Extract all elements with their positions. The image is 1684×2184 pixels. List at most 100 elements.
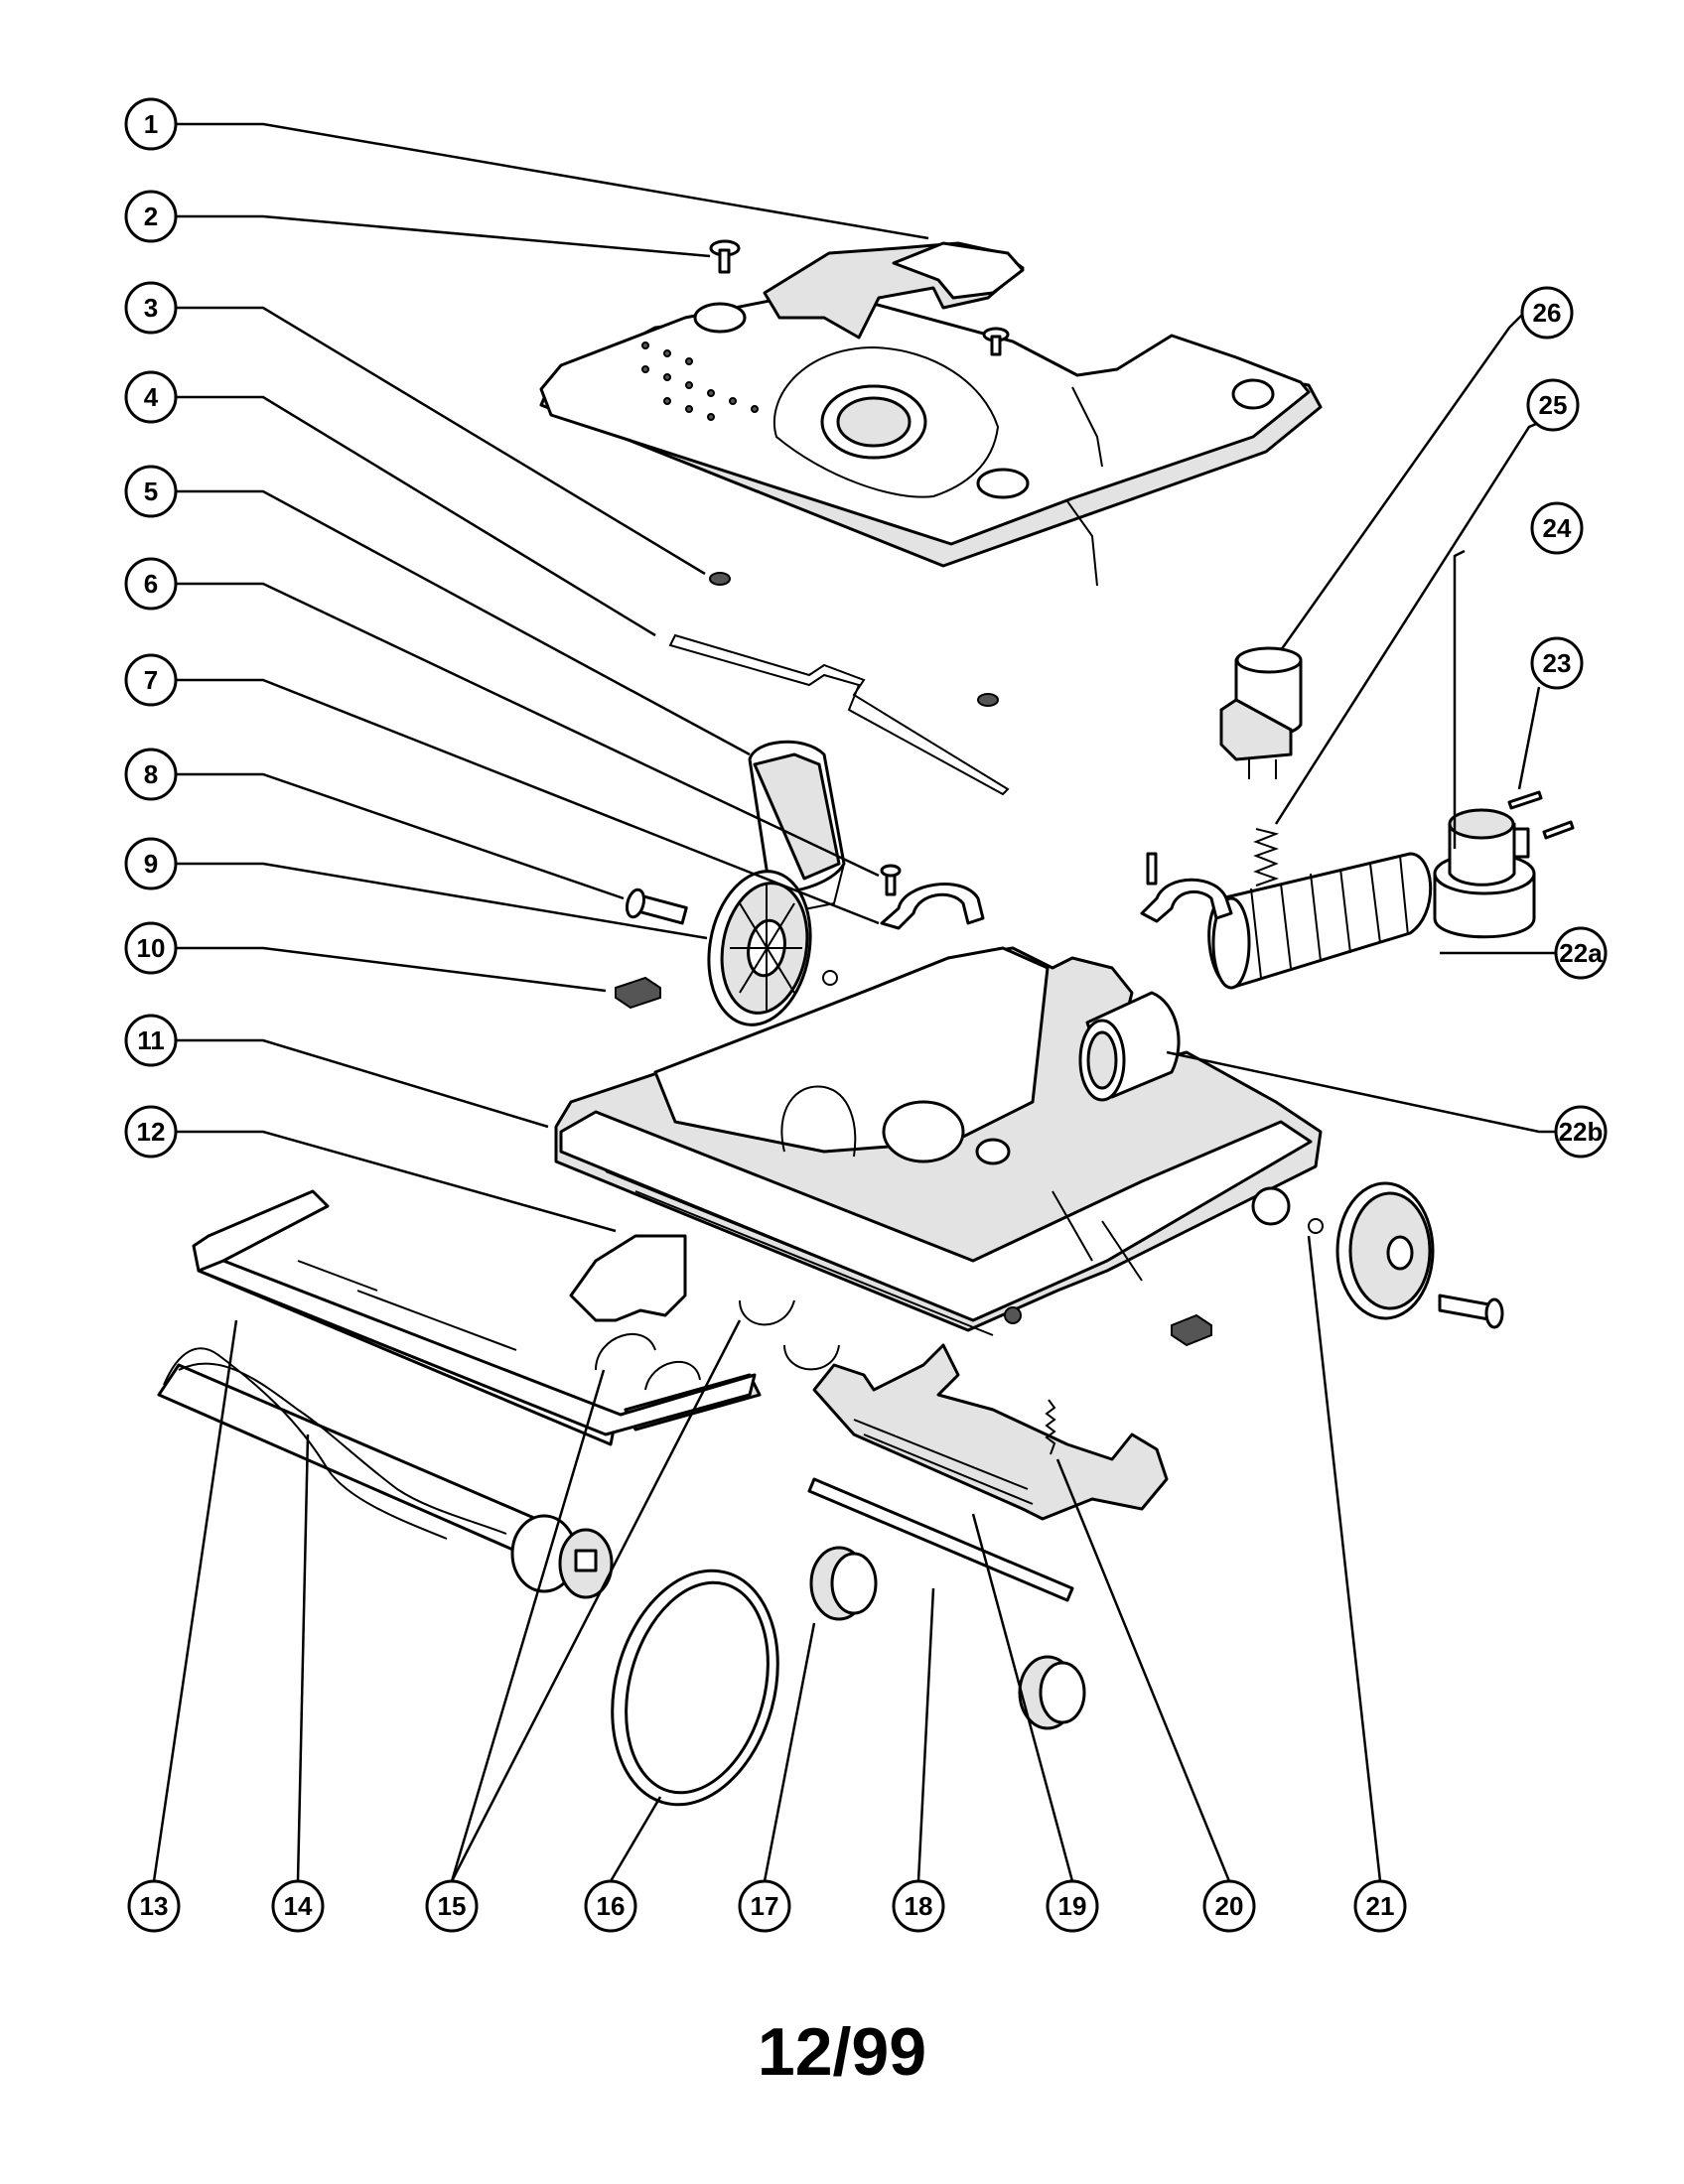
callout-label: 15 [438, 1891, 467, 1921]
plug-3 [709, 572, 731, 586]
screws-23 [1507, 790, 1575, 840]
callout-1: 1 [124, 97, 178, 151]
callout-label: 11 [137, 1025, 165, 1055]
callout-circle [124, 653, 178, 707]
callout-circle [738, 1879, 791, 1933]
callout-10: 10 [124, 921, 178, 975]
callout-25: 25 [1526, 378, 1580, 432]
callout-circle [124, 557, 178, 611]
callout-9: 9 [124, 837, 178, 890]
bumper-guard [192, 1189, 762, 1446]
rear-wheel [1171, 1181, 1504, 1347]
callout-24: 24 [1530, 501, 1584, 555]
callout-label: 6 [144, 569, 158, 599]
callout-20: 20 [1202, 1879, 1256, 1933]
callout-label: 16 [597, 1891, 626, 1921]
callout-7: 7 [124, 653, 178, 707]
callout-label: 5 [144, 477, 158, 506]
callout-circle [124, 1105, 178, 1159]
callout-label: 14 [284, 1891, 313, 1921]
base-housing [554, 946, 1323, 1336]
adjuster-plate [812, 1343, 1169, 1521]
callout-circle [584, 1879, 637, 1933]
rod-18 [807, 1477, 1074, 1602]
callout-circle [124, 837, 178, 890]
callout-18: 18 [892, 1879, 945, 1933]
callout-5: 5 [124, 465, 178, 518]
callout-label: 18 [905, 1891, 933, 1921]
callout-26: 26 [1520, 286, 1574, 340]
callout-circle [127, 1879, 181, 1933]
hose-22a [1207, 852, 1433, 990]
callout-label: 12 [137, 1117, 166, 1147]
callout-circle [124, 281, 178, 335]
switch-26 [1219, 646, 1303, 779]
callout-label: 22b [1559, 1117, 1604, 1147]
callout-13: 13 [127, 1879, 181, 1933]
callout-label: 1 [144, 109, 158, 139]
drive-belt [611, 1569, 779, 1807]
callout-circle [1554, 1105, 1608, 1159]
callout-17: 17 [738, 1879, 791, 1933]
plug-3b [977, 693, 999, 707]
callout-label: 25 [1539, 390, 1568, 420]
callout-6: 6 [124, 557, 178, 611]
bracket-12 [569, 1234, 687, 1322]
callout-circle [1554, 926, 1608, 980]
callout-23: 23 [1530, 636, 1584, 690]
callout-label: 9 [144, 849, 158, 879]
callout-label: 13 [140, 1891, 169, 1921]
callout-circle [124, 1014, 178, 1067]
callout-circle [1530, 636, 1584, 690]
callout-label: 21 [1366, 1891, 1395, 1921]
callout-label: 4 [144, 382, 159, 412]
callout-label: 10 [137, 933, 166, 963]
callout-4: 4 [124, 370, 178, 424]
callout-21: 21 [1353, 1879, 1407, 1933]
brush-roll [157, 1347, 614, 1599]
date-code: 12/99 [757, 2014, 927, 2090]
clip-7 [880, 883, 985, 930]
callout-circle [124, 190, 178, 243]
callout-label: 7 [144, 665, 158, 695]
cap-24 [1433, 808, 1536, 939]
callout-circle [892, 1879, 945, 1933]
callout-22a: 22a [1554, 926, 1608, 980]
callout-label: 22a [1559, 938, 1603, 968]
axle-bolt-8 [625, 887, 688, 925]
callout-3: 3 [124, 281, 178, 335]
callout-circle [271, 1879, 325, 1933]
block-10 [615, 976, 661, 1010]
callout-label: 17 [751, 1891, 779, 1921]
callout-12: 12 [124, 1105, 178, 1159]
callout-circle [1520, 286, 1574, 340]
callout-19: 19 [1046, 1879, 1099, 1933]
screw-6 [880, 864, 902, 896]
bearings-15 [595, 1299, 840, 1391]
callout-16: 16 [584, 1879, 637, 1933]
hood-cover [539, 241, 1323, 587]
callout-label: 23 [1543, 648, 1572, 678]
callout-label: 19 [1058, 1891, 1087, 1921]
callout-circle [1202, 1879, 1256, 1933]
callout-label: 3 [144, 293, 158, 323]
callout-circle [1530, 501, 1584, 555]
callout-circle [1353, 1879, 1407, 1933]
callout-label: 20 [1215, 1891, 1244, 1921]
callout-circle [124, 97, 178, 151]
callout-circle [124, 465, 178, 518]
callout-label: 26 [1533, 298, 1562, 328]
callout-label: 24 [1543, 513, 1572, 543]
callout-circle [124, 748, 178, 801]
end-caps-17 [809, 1546, 1086, 1730]
leader-lines [152, 122, 1557, 1882]
gasket-strip [668, 633, 1010, 796]
callout-label: 2 [144, 202, 158, 231]
callout-14: 14 [271, 1879, 325, 1933]
callout-22b: 22b [1554, 1105, 1608, 1159]
spring-25 [1253, 828, 1280, 887]
coupler-22b [1078, 991, 1181, 1102]
callout-8: 8 [124, 748, 178, 801]
